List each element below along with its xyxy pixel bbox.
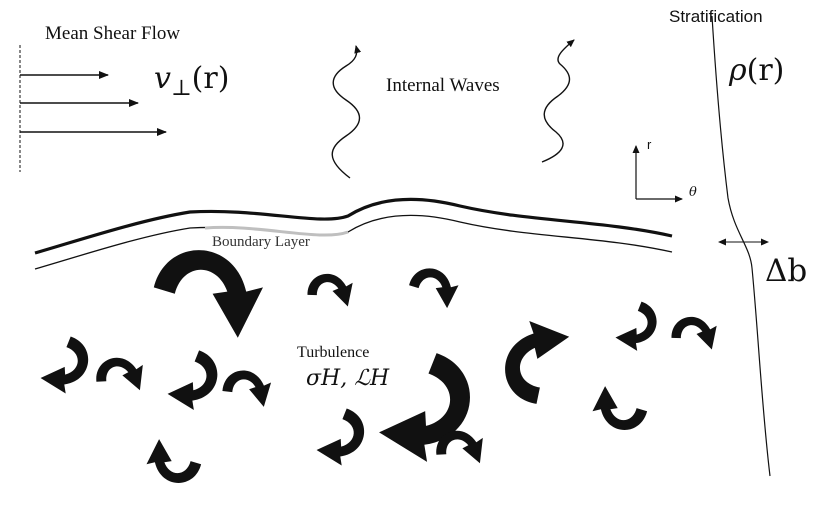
boundary-highlight	[204, 225, 349, 237]
velocity-subscript: ⊥	[170, 76, 192, 101]
turbulence-label: Turbulence	[297, 344, 370, 361]
eddy-arrow-icon	[409, 268, 459, 309]
density-label: ρ(r)	[729, 56, 784, 86]
delta-b-label: Δb	[765, 253, 808, 289]
eddy-arrow-icon	[315, 406, 367, 468]
eddy-arrow-icon	[667, 310, 723, 359]
eddy-arrow-icon	[614, 299, 659, 353]
eddy-arrow-icon	[39, 334, 91, 396]
eddy-arrow-icon	[592, 386, 648, 430]
boundary-layer-label: Boundary Layer	[212, 234, 310, 250]
wave-arrow-icon	[541, 39, 575, 163]
wave-arrow-icon	[331, 45, 362, 179]
turbulence-params-label: σH, ℒH	[306, 366, 390, 391]
density-argument: (r)	[746, 53, 785, 88]
eddy-arrow-icon	[500, 317, 575, 407]
axis-r-label: r	[647, 137, 652, 152]
eddy-arrow-icon	[219, 365, 276, 414]
eddy-arrow-icon	[376, 348, 474, 466]
mean-shear-flow-label: Mean Shear Flow	[45, 23, 181, 44]
velocity-argument: (r)	[191, 61, 230, 96]
velocity-label: v⊥(r)	[154, 64, 229, 100]
eddy-arrow-icon	[303, 267, 359, 316]
internal-waves-label: Internal Waves	[386, 75, 500, 96]
eddy-arrow-icon	[166, 347, 220, 412]
stratification-label: Stratification	[669, 7, 763, 26]
velocity-symbol: v	[154, 61, 171, 96]
eddy-arrow-icon	[146, 439, 202, 483]
eddy-arrow-icon	[153, 250, 263, 338]
boundary-upper-line	[34, 197, 673, 255]
axis-theta-label: θ	[689, 185, 697, 200]
density-symbol: ρ	[729, 53, 747, 88]
eddy-arrow-icon	[90, 349, 151, 404]
